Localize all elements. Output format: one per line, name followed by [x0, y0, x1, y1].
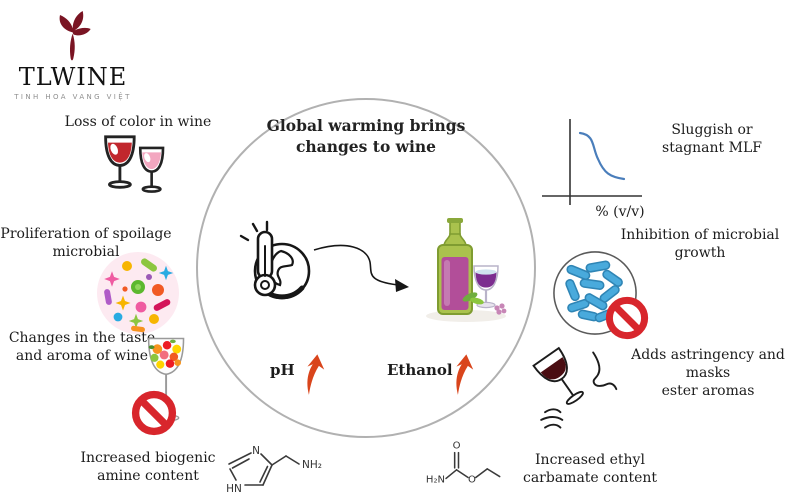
brand-logo: TLWINE TINH HOA VANG VIỆT	[10, 5, 136, 101]
chem-label-o-carbonyl: O	[453, 441, 461, 452]
wine-glasses-icon	[104, 135, 165, 193]
chem-label-hn: HN	[226, 483, 242, 495]
diagram-title: Global warming brings changes to wine	[246, 116, 486, 158]
brand-tagline: TINH HOA VANG VIỆT	[14, 93, 132, 101]
effect-label-microbial-inhibition: Inhibition of microbial growth	[620, 227, 780, 261]
diagram-title-line1: Global warming	[266, 116, 405, 135]
declining-curve-chart-icon	[542, 119, 642, 205]
globe-thermometer-icon	[239, 220, 311, 300]
effect-label-ethyl-carbamate: Increased ethyl carbamate content	[522, 452, 657, 486]
chart-x-axis-label: % (v/v)	[595, 204, 645, 220]
wine-bottle-glass-icon	[426, 218, 507, 322]
chem-label-n: N	[252, 445, 260, 457]
ethanol-label: Ethanol	[387, 361, 453, 379]
effect-label-taste-aroma: Changes in the taste and aroma of wine	[8, 330, 156, 364]
brand-name: TLWINE	[18, 63, 128, 91]
effect-label-sluggish-mlf: Sluggish or stagnant MLF	[662, 122, 762, 156]
chem-label-o-ester: O	[468, 474, 476, 485]
ethyl-carbamate-structure-icon: H₂N O O	[426, 441, 501, 485]
prohibition-icon	[605, 296, 649, 340]
chem-label-h2n: H₂N	[426, 474, 445, 485]
microbes-icon	[97, 252, 179, 334]
effect-label-loss-of-color: Loss of color in wine	[64, 114, 212, 130]
effect-label-spoilage-microbial: Proliferation of spoilage microbial	[0, 226, 172, 260]
chem-label-nh2: NH₂	[302, 459, 322, 471]
up-arrow-icon	[307, 354, 325, 395]
prohibition-icon	[131, 390, 177, 436]
wine-splash-icon	[59, 11, 91, 61]
wine-sniffing-icon	[532, 346, 618, 429]
curved-arrow-icon	[313, 244, 409, 292]
effect-label-biogenic-amine: Increased biogenic amine content	[80, 450, 216, 484]
diagram-title-line2: brings changes to wine	[295, 116, 466, 156]
effect-label-astringency: Adds astringency and masks ester aromas	[631, 347, 785, 399]
histamine-structure-icon: N HN NH₂	[226, 445, 322, 495]
up-arrow-icon	[456, 354, 474, 395]
ph-label: pH	[270, 361, 295, 379]
